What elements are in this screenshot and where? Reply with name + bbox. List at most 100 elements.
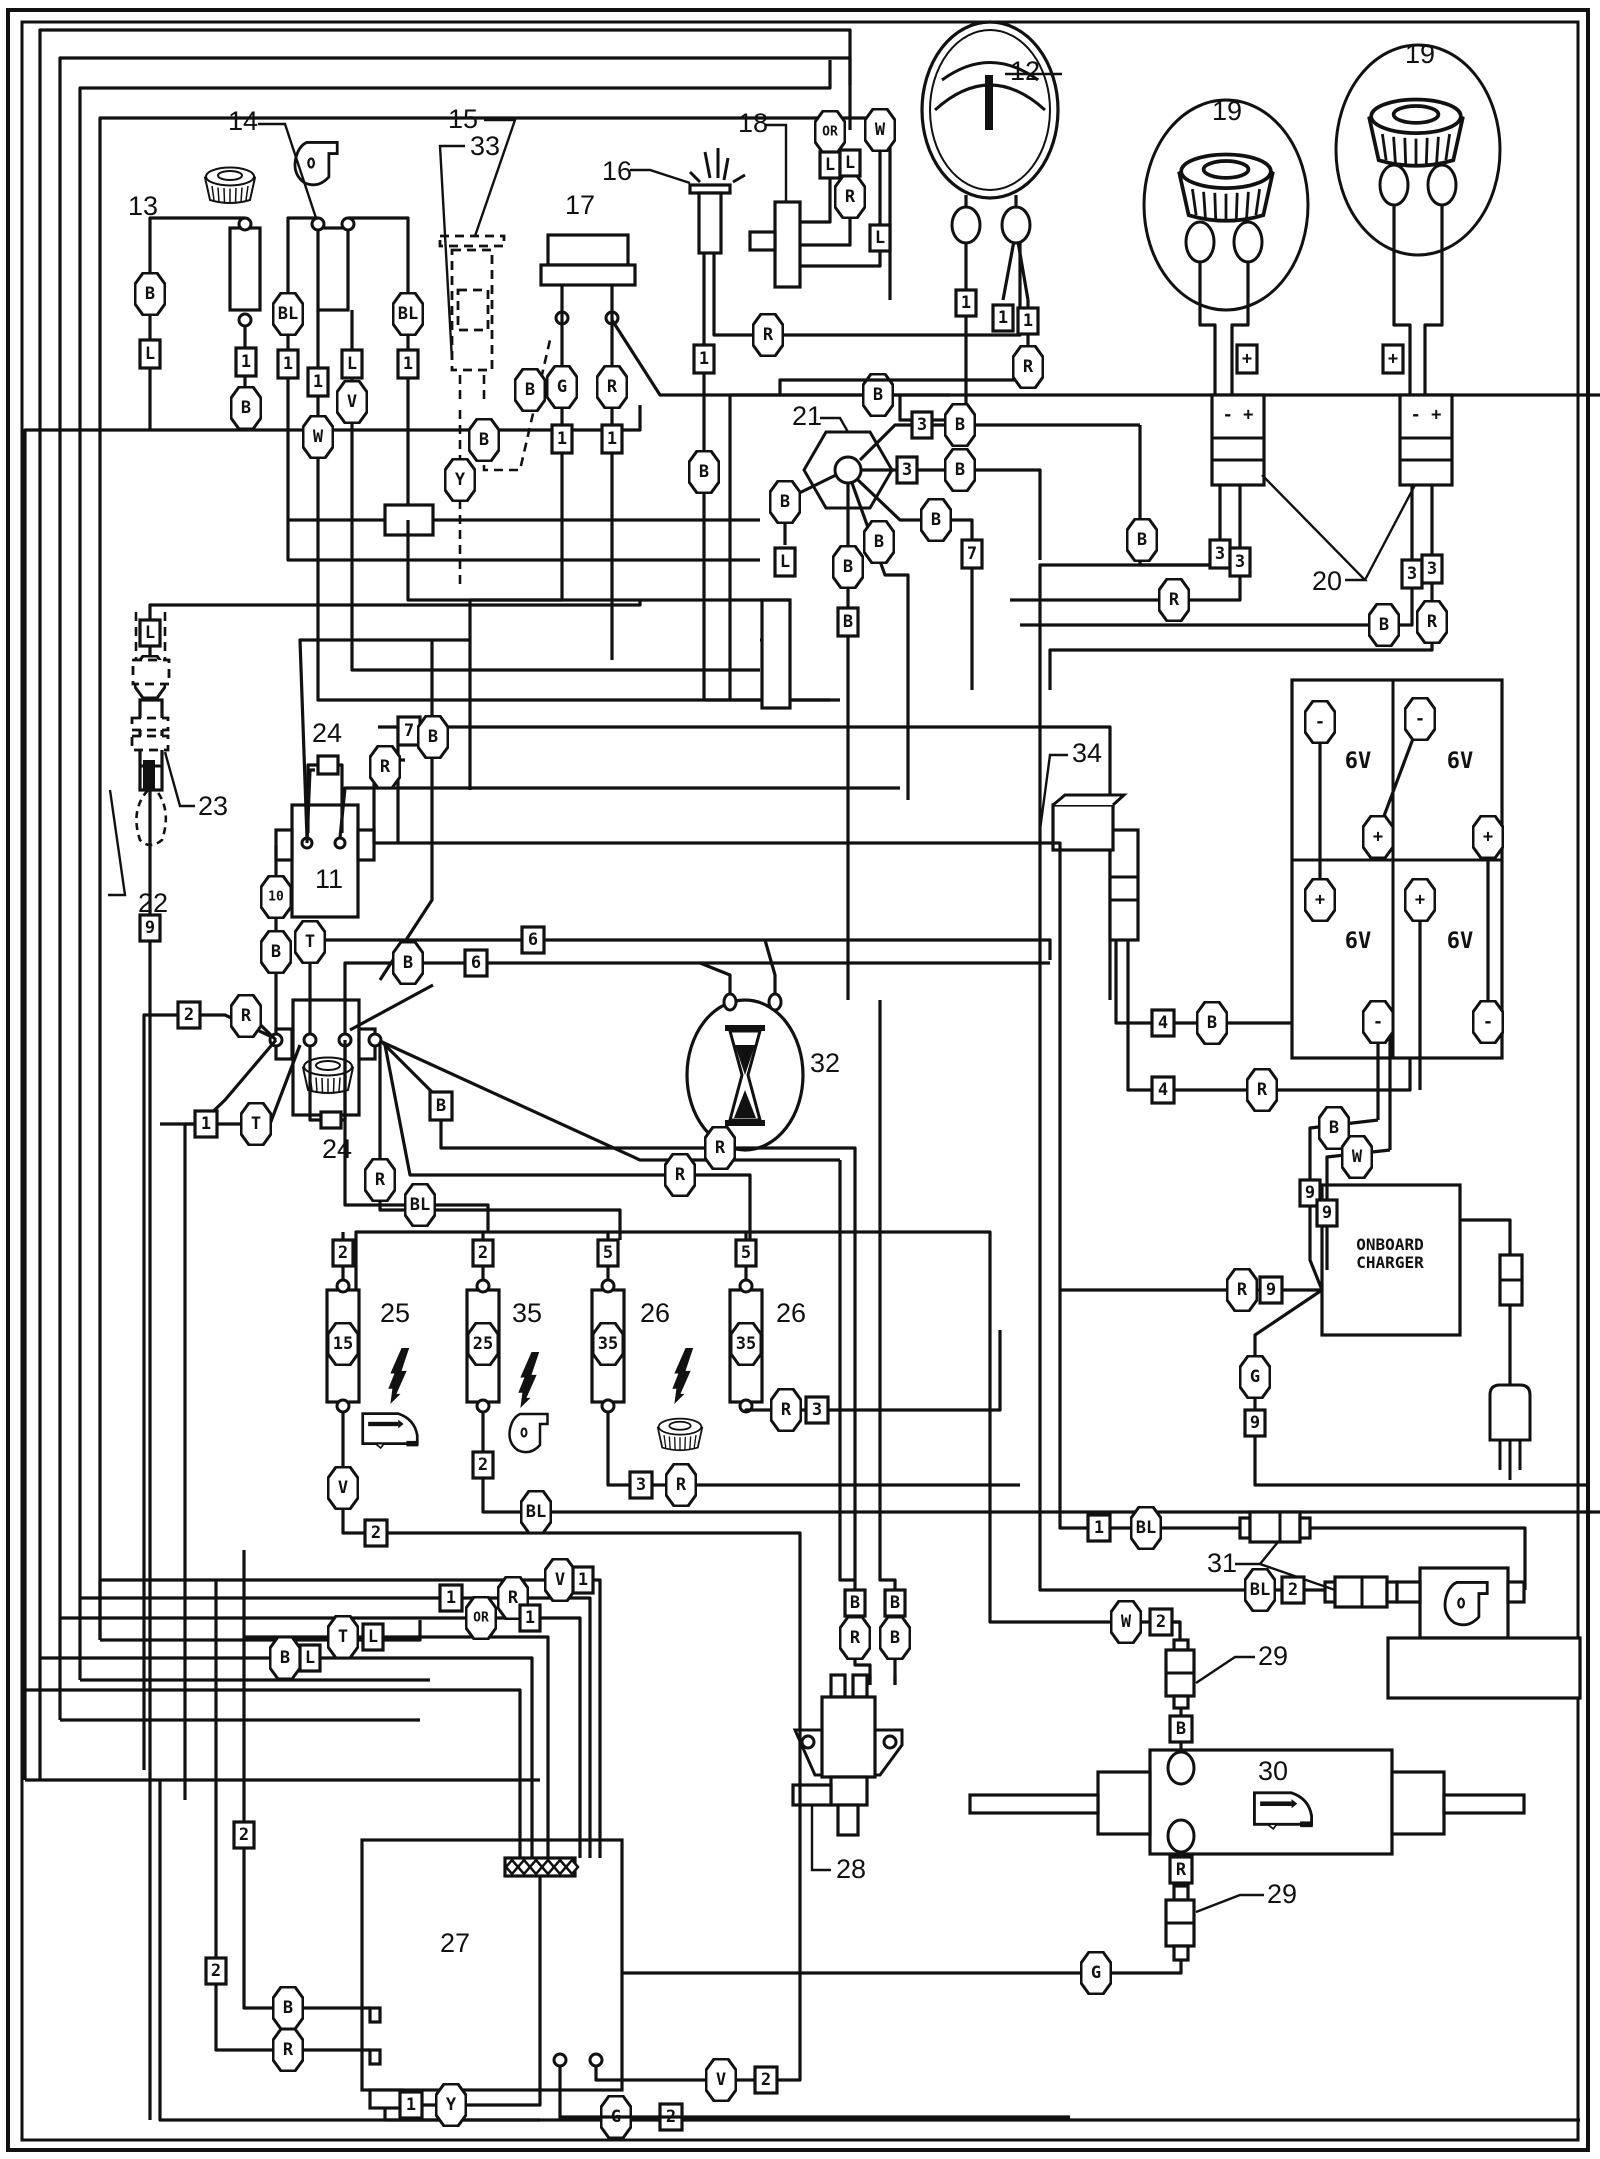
gauge-tag: 9	[145, 918, 155, 938]
harness-wires	[23, 28, 1580, 2122]
wire-tag: R	[508, 1588, 519, 1608]
wire-tag: R	[715, 1138, 726, 1158]
gauge-tag: 1	[557, 429, 567, 449]
wire-tag: B	[280, 1648, 290, 1668]
vacuum-fan-icon	[508, 1412, 549, 1454]
component-24-brush-relay[interactable]: 24	[268, 938, 1052, 1164]
gauge-tag: 1	[998, 308, 1008, 328]
gauge-tag: L	[145, 623, 155, 643]
callout-32: 32	[810, 1048, 840, 1078]
component-23-work-light[interactable]: 23	[130, 612, 228, 847]
wire-tag: T	[305, 932, 315, 952]
wire-tag: B	[241, 398, 251, 418]
gauge-tag: 2	[478, 1243, 488, 1263]
component-28-contactor[interactable]: 28	[791, 1673, 904, 1884]
component-12-battery-gauge[interactable]: 12	[778, 20, 1062, 422]
breaker-35[interactable]: 25 35	[465, 1278, 549, 1454]
callout-29-lower: 29	[1267, 1879, 1297, 1909]
wire-tag: B	[843, 557, 853, 577]
gauge-tag: L	[875, 228, 885, 248]
callout-22: 22	[138, 888, 168, 918]
gauge-tag: B	[890, 1593, 900, 1613]
component-19-brush-motor-left[interactable]: 19	[1142, 96, 1310, 395]
gauge-tag: 1	[403, 354, 413, 374]
component-20-relay-left[interactable]: - +	[1210, 393, 1266, 487]
wire-tag: B	[428, 727, 438, 747]
breaker-25[interactable]: 15 25	[325, 1278, 420, 1450]
gauge-tag: 3	[902, 460, 912, 480]
wire-tag: B	[955, 415, 965, 435]
gauge-tag: L	[780, 552, 790, 572]
gauge-tag: 3	[636, 1475, 646, 1495]
terminal-plus: +	[1415, 890, 1425, 910]
wire-tag: R	[1237, 1280, 1248, 1300]
vacuum-motor[interactable]	[1386, 1566, 1582, 1700]
callout-15: 15	[448, 104, 478, 134]
wire-tag: B	[271, 942, 281, 962]
terminal-minus: -	[1315, 712, 1325, 732]
callout-25: 25	[380, 1298, 410, 1328]
wire-tag: B	[479, 430, 489, 450]
relay-terminals: - +	[1223, 405, 1254, 425]
component-31-connectors[interactable]: 31	[1207, 1510, 1399, 1609]
wire-tag: R	[676, 1475, 687, 1495]
battery-cell-3: 6V	[1345, 929, 1372, 954]
wire-tag: Y	[455, 470, 466, 490]
gauge-tag: 9	[1305, 1183, 1315, 1203]
gauge-tag: 4	[1158, 1080, 1168, 1100]
callout-34: 34	[1072, 738, 1102, 768]
component-15-key-switch[interactable]: 15 33	[438, 104, 552, 590]
wire-tag: W	[313, 427, 324, 447]
wire-tag: W	[1352, 1147, 1363, 1167]
callout-31: 31	[1207, 1548, 1237, 1578]
gauge-tag: 1	[1094, 1518, 1104, 1538]
callout-24-lower: 24	[322, 1134, 352, 1164]
wire-tag: B	[955, 460, 965, 480]
component-27-controller[interactable]: 27	[360, 1838, 624, 2110]
wire-tag: W	[1121, 1612, 1132, 1632]
component-29-upper-connector[interactable]: 29	[1164, 1638, 1288, 1710]
gauge-tag: 1	[699, 349, 709, 369]
gauge-tag: L	[145, 344, 155, 364]
gauge-tag: 7	[404, 721, 414, 741]
component-29-lower-connector[interactable]: 29	[1164, 1879, 1297, 1962]
component-32-hour-meter[interactable]: 32	[685, 939, 840, 1152]
wire-tag: BL	[1250, 1580, 1270, 1600]
gauge-tag: 1	[578, 1570, 588, 1590]
wire-tag: R	[1023, 357, 1034, 377]
gauge-tag: 1	[1023, 311, 1033, 331]
gauge-tag: 5	[741, 1243, 751, 1263]
terminal-plus: +	[1373, 827, 1383, 847]
component-19-brush-motor-right[interactable]: 19	[1334, 39, 1502, 395]
gauge-tag: 4	[1158, 1013, 1168, 1033]
battery-terminals: - - + + + + - -	[1304, 697, 1504, 1044]
wire-tag: G	[1250, 1367, 1260, 1387]
gauge-tag: 3	[1235, 552, 1245, 572]
charger-label-line2: CHARGER	[1356, 1253, 1424, 1272]
callout-21: 21	[792, 401, 822, 431]
gauge-tag: L	[305, 1648, 315, 1668]
gauge-tag: 6	[471, 953, 481, 973]
wire-tag: BL	[398, 304, 418, 324]
gauge-tag: 9	[1250, 1413, 1260, 1433]
wire-tag: R	[375, 1170, 386, 1190]
gauge-tag: 2	[1156, 1612, 1166, 1632]
onboard-charger[interactable]: ONBOARD CHARGER	[1320, 1183, 1532, 1480]
component-20-relay-right[interactable]: - +	[1398, 393, 1454, 487]
gauge-tag: 2	[338, 1243, 348, 1263]
gauge-tag: 3	[917, 415, 927, 435]
gauge-tag: 9	[1322, 1203, 1332, 1223]
gauge-tag: 1	[313, 372, 323, 392]
callout-12: 12	[1010, 56, 1040, 86]
callout-18: 18	[738, 108, 768, 138]
gauge-tag: 3	[812, 1400, 822, 1420]
component-30-drive-motor[interactable]: 30	[968, 1748, 1526, 1856]
gauge-tag: 1	[525, 1608, 535, 1628]
terminal-minus: -	[1373, 1012, 1383, 1032]
gauge-tag: 2	[184, 1005, 194, 1025]
callout-24-upper: 24	[312, 718, 342, 748]
component-16-warning-light[interactable]: 16	[602, 148, 1022, 702]
battery-cell-1: 6V	[1345, 749, 1372, 774]
component-18-direction-switch[interactable]: 18	[738, 108, 882, 289]
wire-tag: R	[845, 187, 856, 207]
